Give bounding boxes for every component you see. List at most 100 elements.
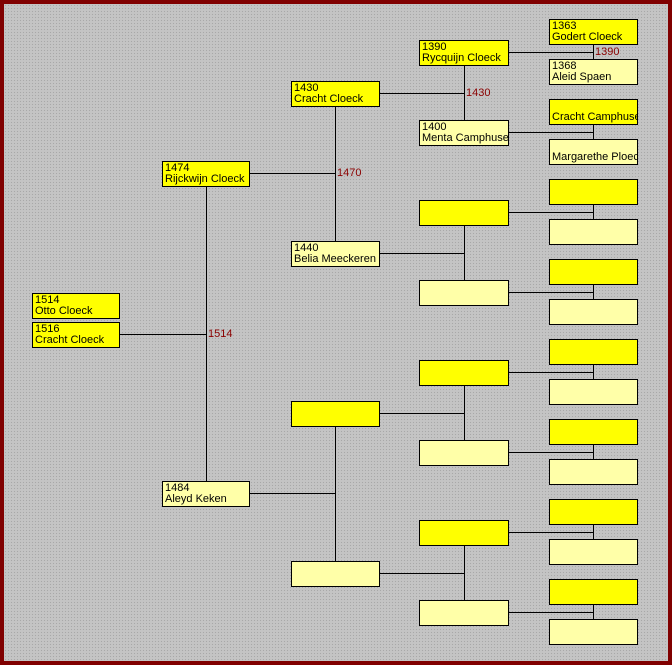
person-box[interactable] [549,299,638,325]
person-year: 1440 [294,242,319,254]
connector-line [593,44,594,59]
connector-line [509,372,593,373]
person-box[interactable] [419,520,509,546]
person-name: Aleid Spaen [552,71,612,83]
person-year: 1514 [35,294,60,306]
person-name [552,312,637,323]
person-name [422,373,508,384]
person-name [552,392,637,403]
connector-line [120,334,206,335]
person-box[interactable] [419,280,509,306]
connector-line [593,604,594,619]
person-year [552,461,637,472]
person-name: Rijckwijn Cloeck [165,173,245,185]
person-box[interactable] [291,401,380,427]
person-name [552,232,637,243]
person-year [294,403,379,414]
person-year: 1400 [422,121,447,133]
person-box[interactable] [419,440,509,466]
person-name: Cracht Cloeck [35,334,105,346]
person-name: Rycquijn Cloeck [422,52,501,64]
connector-line [380,413,464,414]
person-year [294,563,379,574]
person-box[interactable] [549,179,638,205]
connector-line [509,132,593,133]
person-name [422,213,508,224]
person-year: 1363 [552,20,577,32]
person-box[interactable]: Cracht Camphusen [549,99,638,125]
person-name [422,453,508,464]
person-name [552,552,637,563]
person-box[interactable] [549,579,638,605]
marriage-year-label: 1390 [595,46,620,58]
person-box[interactable] [549,459,638,485]
person-year [552,421,637,432]
person-year [422,522,508,533]
connector-line [206,186,207,481]
person-year [552,581,637,592]
person-year [552,621,637,632]
person-name: Godert Cloeck [552,31,623,43]
marriage-year-label: 1470 [337,167,362,179]
connector-line [250,173,335,174]
person-box[interactable]: Margarethe Ploech [549,139,638,165]
person-box[interactable] [549,259,638,285]
person-name [552,432,637,443]
person-year [422,602,508,613]
person-year [422,442,508,453]
person-box[interactable] [419,600,509,626]
person-box[interactable] [549,379,638,405]
connector-line [509,212,593,213]
connector-line [509,612,593,613]
person-name: Margarethe Ploech [552,151,638,163]
person-box[interactable] [549,499,638,525]
marriage-year-label: 1514 [208,328,233,340]
person-name [552,632,637,643]
person-year: 1368 [552,60,577,72]
person-box[interactable] [549,539,638,565]
connector-line [380,573,464,574]
connector-line [464,385,465,440]
person-box[interactable] [291,561,380,587]
connector-line [593,364,594,379]
person-year: 1516 [35,323,60,335]
person-name [422,613,508,624]
person-year [552,381,637,392]
person-box[interactable] [549,419,638,445]
connector-line [464,545,465,600]
connector-line [593,124,594,139]
connector-line [464,225,465,280]
person-name: Belia Meeckeren [294,253,376,265]
person-name: Aleyd Keken [165,493,227,505]
connector-line [509,292,593,293]
marriage-year-label: 1430 [466,87,491,99]
person-name: Otto Cloeck [35,305,93,317]
person-box[interactable] [549,339,638,365]
person-name [294,414,379,425]
person-name [552,272,637,283]
person-year [552,301,637,312]
person-year [422,362,508,373]
connector-line [593,204,594,219]
connector-line [335,426,336,561]
person-box[interactable] [419,360,509,386]
connector-line [509,52,593,53]
connector-line [593,284,594,299]
connector-line [335,106,336,241]
person-box[interactable] [549,219,638,245]
person-box[interactable] [419,200,509,226]
person-box[interactable] [549,619,638,645]
person-year [422,202,508,213]
person-year [552,501,637,512]
person-year [552,261,637,272]
